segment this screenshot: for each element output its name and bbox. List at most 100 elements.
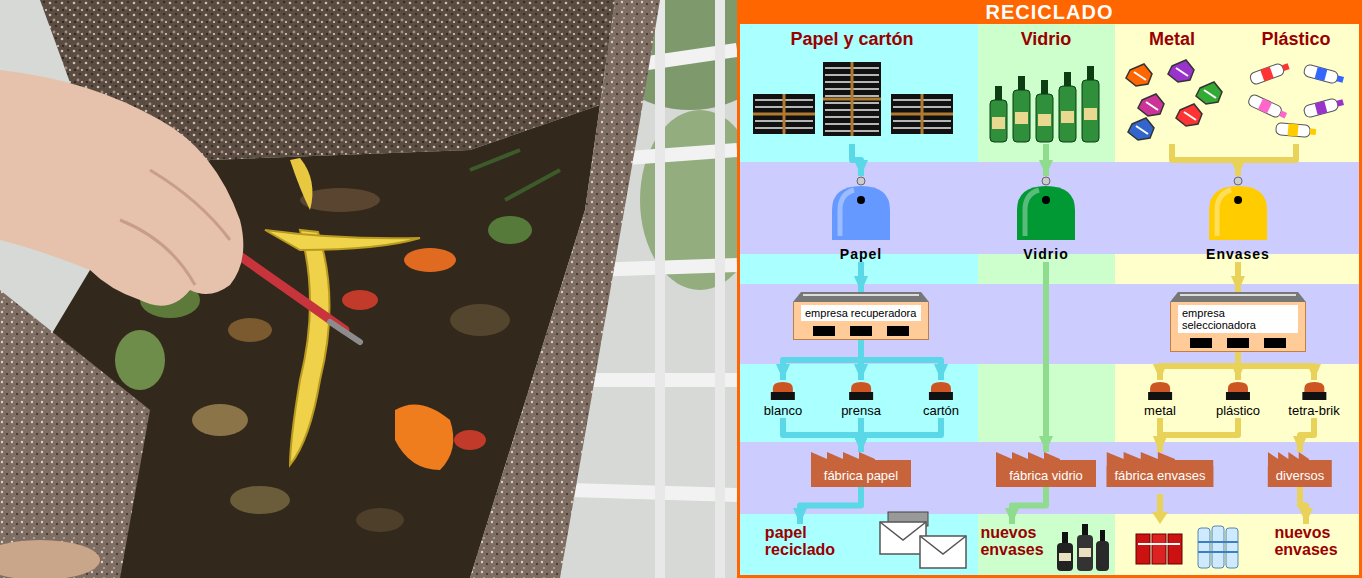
flow-arrow: [1043, 262, 1049, 452]
waste-picture: [1237, 54, 1355, 144]
factory-roof: [1268, 452, 1332, 466]
building-roof: [1170, 292, 1306, 302]
flow-arrow: [861, 418, 941, 452]
recycling-container: Papel: [830, 176, 892, 262]
container-icon: [1015, 176, 1077, 240]
column-title: Vidrio: [982, 28, 1110, 50]
product-label: papel reciclado: [765, 524, 835, 558]
product-label: nuevos envases: [980, 524, 1043, 558]
flow-arrow: [1300, 487, 1306, 524]
flow-arrow: [1238, 144, 1296, 176]
factory: fábrica vidrio: [996, 452, 1096, 487]
building-roof: [793, 292, 929, 302]
company-building: empresa recuperadora: [793, 292, 929, 340]
company-building: empresa seleccionadora: [1170, 292, 1306, 352]
factory-body: fábrica vidrio: [996, 466, 1096, 487]
column-header: Plástico: [1237, 28, 1355, 144]
company-name: empresa recuperadora: [805, 307, 917, 319]
flow-arrow: [783, 418, 861, 452]
product-label: nuevos envases: [1274, 524, 1337, 558]
flow-arrow: [1300, 418, 1314, 452]
column-title: Metal: [1116, 28, 1228, 50]
column-title: Papel y cartón: [739, 28, 965, 50]
compost-photo: [0, 0, 737, 578]
column-header: Vidrio: [982, 28, 1110, 144]
factory-body: fábrica papel: [811, 466, 911, 487]
title: RECICLADO: [737, 0, 1362, 24]
container-label: Vidrio: [1015, 246, 1077, 262]
sorting-output: tetra-brik: [1288, 380, 1339, 418]
sorting-output: blanco: [764, 380, 802, 418]
material-label: cartón: [923, 403, 959, 418]
panel-background: [737, 0, 1362, 578]
building-windows: [801, 321, 921, 339]
column-header: Metal: [1116, 28, 1228, 144]
factory-name: fábrica envases: [1114, 468, 1205, 483]
flow-arrow: [861, 340, 941, 380]
factory-roof: [811, 452, 911, 466]
material-label: blanco: [764, 403, 802, 418]
container-icon: [830, 176, 892, 240]
material-label: plástico: [1216, 403, 1260, 418]
flow-arrow: [852, 144, 861, 176]
recycling-container: Envases: [1206, 176, 1270, 262]
sorting-output: plástico: [1216, 380, 1260, 418]
sorting-output: cartón: [923, 380, 959, 418]
product-name: nuevos envases: [1274, 524, 1337, 558]
background: [0, 0, 737, 578]
hand-with-tool: [0, 70, 360, 342]
sorting-icon: [1146, 380, 1174, 400]
material-label: metal: [1144, 403, 1176, 418]
sorting-icon: [847, 380, 875, 400]
building-body: empresa seleccionadora: [1170, 302, 1306, 352]
waste-picture: [1116, 54, 1228, 144]
factory: fábrica papel: [811, 452, 911, 487]
flow-arrow: [1043, 144, 1049, 176]
factory-body: fábrica envases: [1106, 466, 1213, 487]
company-name: empresa seleccionadora: [1182, 307, 1294, 331]
factory-name: diversos: [1276, 468, 1324, 483]
column-header: Papel y cartón: [739, 28, 965, 144]
material-label: prensa: [841, 403, 881, 418]
container-icon: [1207, 176, 1269, 240]
sorting-icon: [1300, 380, 1328, 400]
product-name: papel reciclado: [765, 524, 835, 558]
sorting-icon: [1224, 380, 1252, 400]
sorting-icon: [769, 380, 797, 400]
flow-arrow: [783, 340, 861, 380]
sorting-output: prensa: [841, 380, 881, 418]
new-packaging-picture: [1136, 494, 1238, 568]
building-body: empresa recuperadora: [793, 302, 929, 340]
building-windows: [1178, 333, 1298, 351]
flow-arrow: [1012, 487, 1046, 524]
waste-picture: [982, 54, 1110, 144]
factory: fábrica envases: [1106, 452, 1213, 487]
sorting-icon: [927, 380, 955, 400]
new-bottles-picture: [1057, 524, 1109, 571]
recycling-container: Vidrio: [1015, 176, 1077, 262]
flow-arrow: [1238, 352, 1314, 380]
sorting-output: metal: [1144, 380, 1176, 418]
factory: diversos: [1268, 452, 1332, 487]
recycled-paper-picture: [880, 512, 966, 568]
factory-roof: [1106, 452, 1213, 466]
factory-name: fábrica vidrio: [1004, 468, 1088, 483]
flow-arrow: [1235, 262, 1241, 292]
building-sign: empresa seleccionadora: [1178, 305, 1298, 333]
container-label: Envases: [1206, 246, 1270, 262]
flow-arrow: [1160, 352, 1238, 380]
factory-name: fábrica papel: [819, 468, 903, 483]
factory-roof: [996, 452, 1096, 466]
flow-arrow: [1172, 144, 1238, 176]
compost-bin: [0, 0, 660, 578]
building-sign: empresa recuperadora: [801, 305, 921, 321]
flow-arrow: [800, 487, 861, 524]
waste-picture: [739, 54, 965, 144]
product-name: nuevos envases: [980, 524, 1043, 558]
flow-arrow: [1160, 418, 1238, 452]
factory-body: diversos: [1268, 466, 1332, 487]
material-label: tetra-brik: [1288, 403, 1339, 418]
flow-arrow: [858, 262, 864, 292]
